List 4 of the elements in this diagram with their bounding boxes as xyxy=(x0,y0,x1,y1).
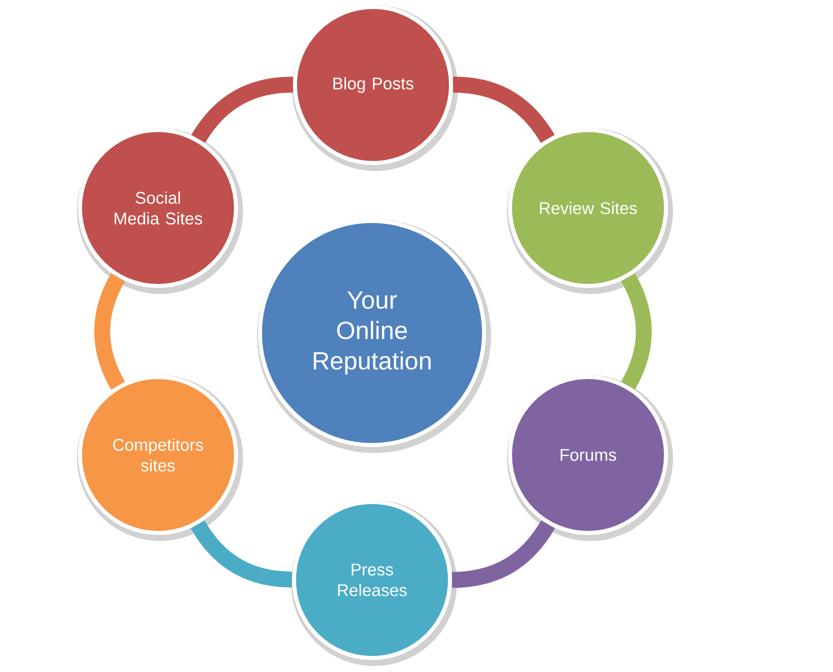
ring-segment xyxy=(452,520,555,588)
ring-segment xyxy=(620,274,652,390)
ring-segment xyxy=(192,76,294,144)
ring-segment xyxy=(94,274,126,390)
